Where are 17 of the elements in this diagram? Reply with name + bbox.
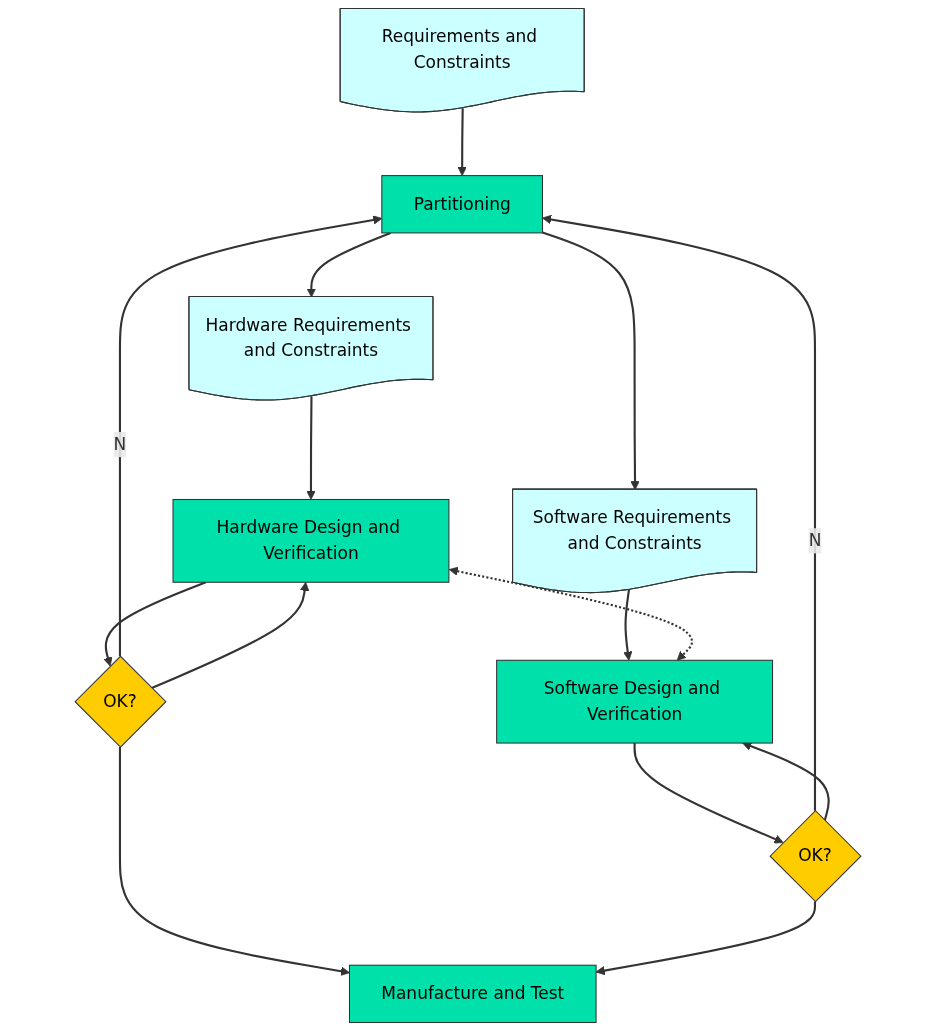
arrow xyxy=(118,747,350,976)
node-box: Manufacture and Test xyxy=(348,964,597,1024)
edge-label: N xyxy=(113,433,127,455)
arrow xyxy=(306,396,316,500)
arrow xyxy=(151,581,310,690)
arrow xyxy=(633,743,784,844)
node-box: Software Design and Verification xyxy=(496,659,774,744)
edge-label: N xyxy=(808,530,822,551)
node-box: Partitioning xyxy=(381,175,544,234)
node-diamond: OK? xyxy=(74,655,167,748)
arrow xyxy=(448,566,693,661)
node-box: Hardware Design and Verification xyxy=(172,498,450,583)
node-diamond: OK? xyxy=(769,810,862,903)
arrow xyxy=(623,589,633,661)
arrow xyxy=(457,108,467,177)
arrow xyxy=(542,214,817,811)
arrow xyxy=(103,581,207,667)
